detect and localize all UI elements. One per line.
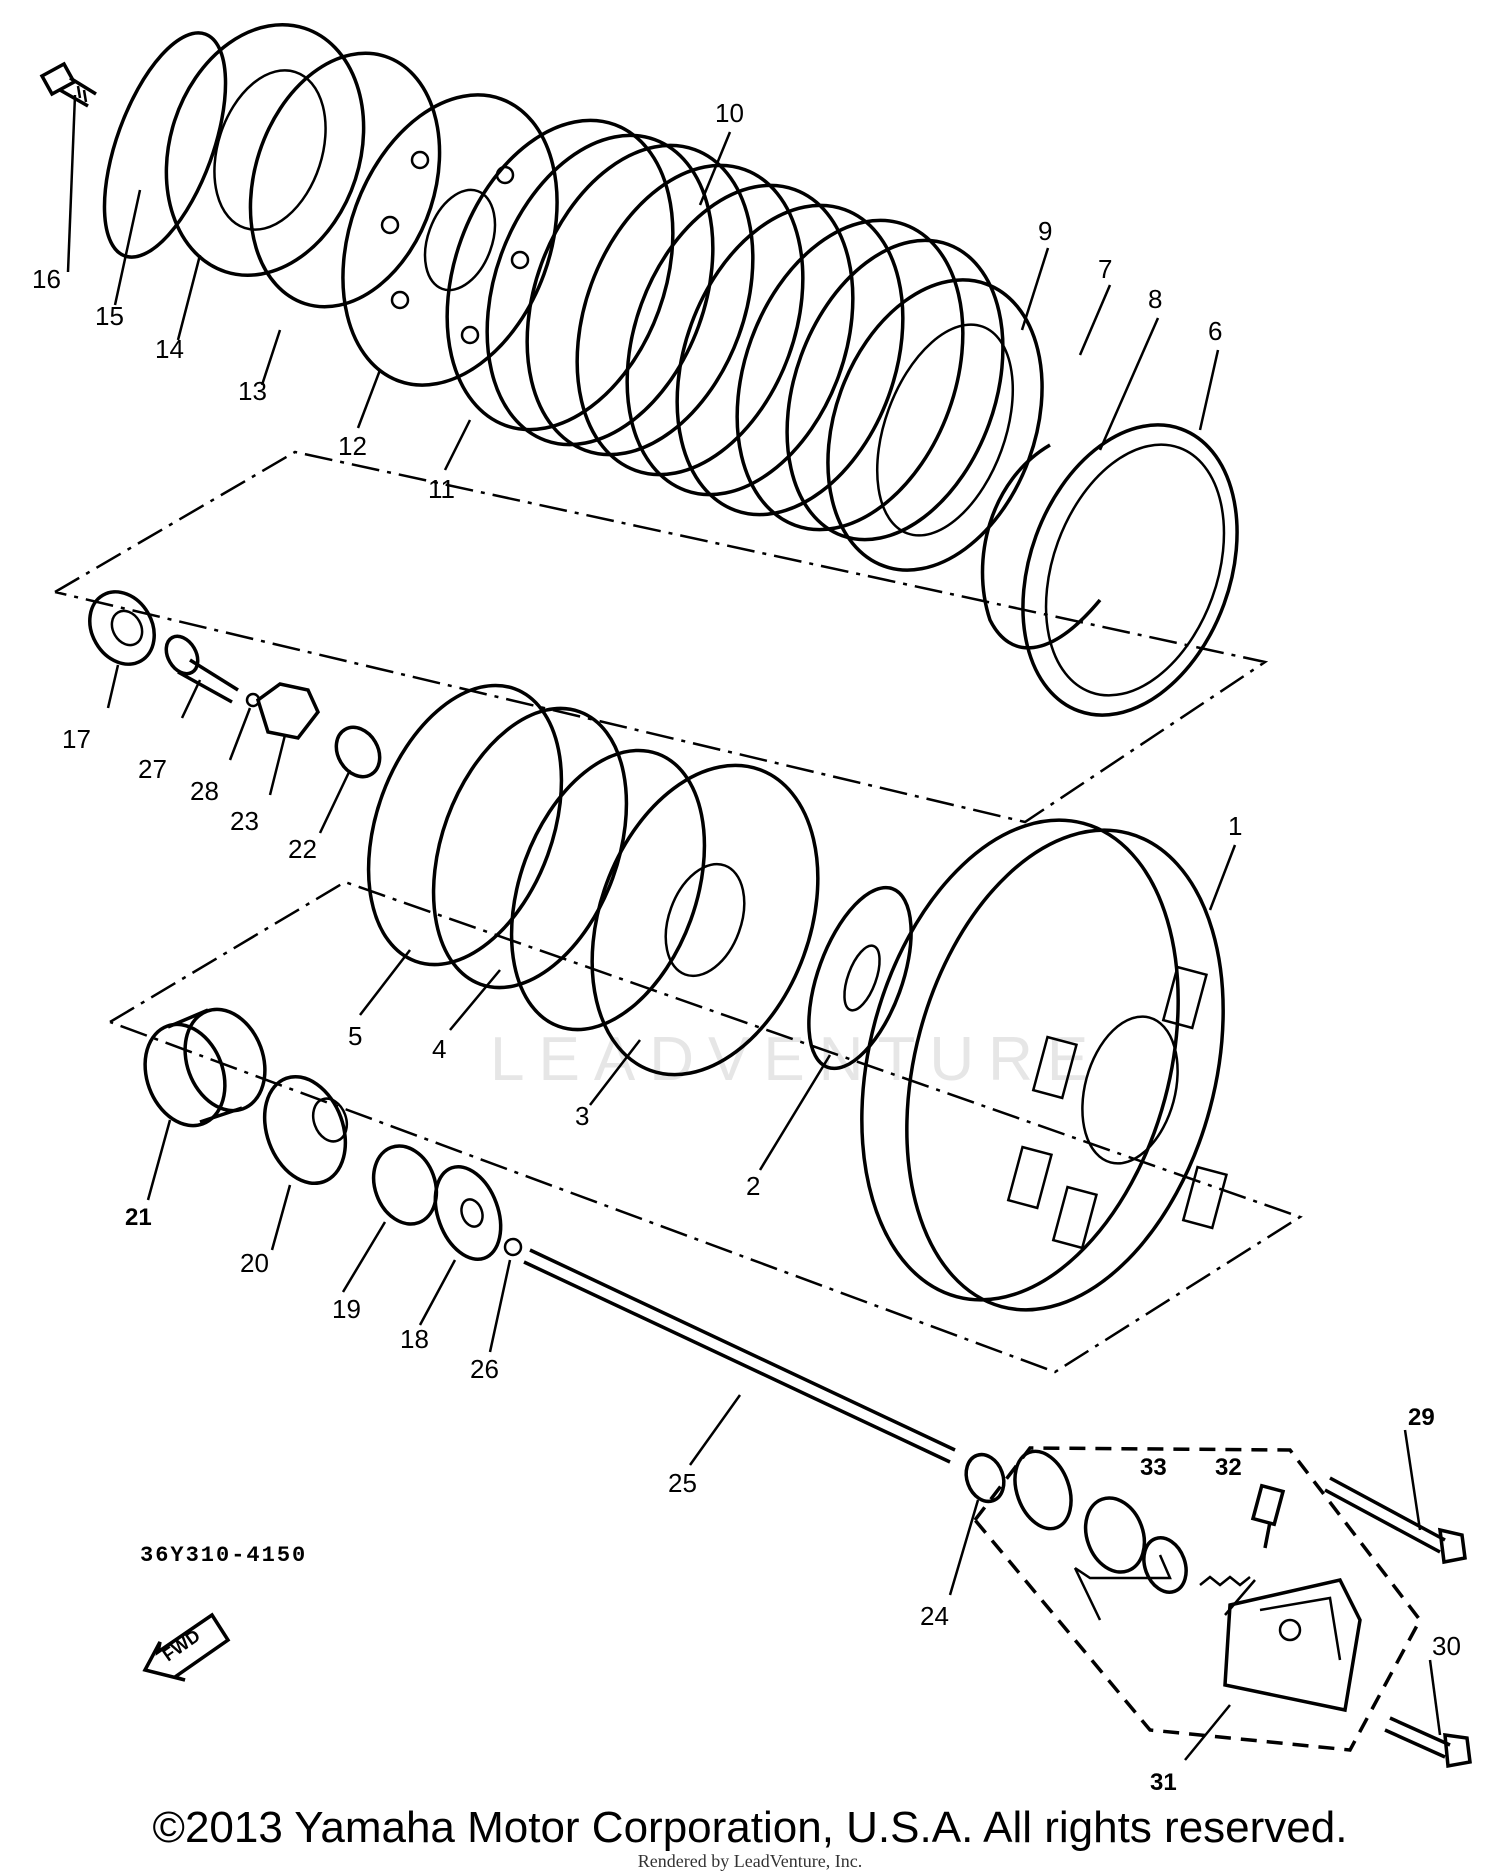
assembly-outline-upper	[54, 450, 1269, 824]
plate-15	[102, 31, 228, 259]
callout-1: 1	[1228, 811, 1242, 841]
callout-11: 11	[428, 474, 455, 504]
oil-seal-33	[1013, 1449, 1251, 1594]
callout-22: 22	[288, 834, 317, 864]
friction-plate-11	[445, 118, 675, 432]
callout-12: 12	[338, 431, 367, 461]
callout-13: 13	[238, 376, 267, 406]
cover-31	[1223, 1577, 1362, 1713]
ring-4	[431, 706, 629, 990]
clutch-boss-3	[509, 748, 820, 1077]
callout-7: 7	[1098, 254, 1112, 284]
callout-15: 15	[95, 301, 124, 331]
callout-21: 21	[125, 1204, 152, 1231]
callout-10: 10	[715, 98, 744, 128]
callout-33: 33	[1140, 1454, 1167, 1481]
bushing-19	[371, 1144, 439, 1226]
bearing-17	[88, 590, 156, 666]
callout-28: 28	[190, 776, 219, 806]
clutch-plate-stack-10	[485, 133, 1005, 542]
bolt-29	[1324, 1476, 1467, 1565]
copyright-notice: ©2013 Yamaha Motor Corporation, U.S.A. A…	[152, 1803, 1348, 1852]
ring-13	[248, 51, 442, 309]
thrust-washer-2	[807, 885, 913, 1071]
clutch-housing-1	[860, 818, 1229, 1312]
callout-5: 5	[348, 1021, 362, 1051]
ring-5	[366, 683, 564, 967]
bolt-16	[39, 61, 97, 108]
assembly-outline-lower	[109, 880, 1303, 1374]
lock-washer-22	[334, 725, 382, 779]
callout-29: 29	[1408, 1404, 1435, 1431]
callout-9: 9	[1038, 216, 1052, 246]
assembly-outline-31	[973, 1446, 1423, 1752]
push-piece-27	[164, 634, 239, 704]
bleed-screw-32	[1250, 1483, 1286, 1549]
callout-24: 24	[920, 1601, 949, 1631]
leader-lines	[66, 94, 1442, 1761]
ball-26	[503, 1237, 523, 1257]
nut-23	[255, 682, 321, 740]
callout-19: 19	[332, 1294, 361, 1324]
callout-32: 32	[1215, 1454, 1242, 1481]
washer-18	[433, 1164, 503, 1262]
spring-14	[164, 23, 366, 277]
diagram-code: 36Y310-4150	[140, 1543, 308, 1568]
callout-2: 2	[746, 1171, 760, 1201]
callout-30: 30	[1432, 1631, 1461, 1661]
callout-27: 27	[138, 754, 167, 784]
plate-6	[1021, 423, 1239, 717]
fwd-arrow-icon: FWD	[142, 1612, 231, 1682]
bolt-30	[1384, 1716, 1472, 1769]
callout-6: 6	[1208, 316, 1222, 346]
rendered-by-notice: Rendered by LeadVenture, Inc.	[637, 1851, 863, 1871]
seal-24	[964, 1452, 1006, 1504]
callout-8: 8	[1148, 284, 1162, 314]
callout-4: 4	[432, 1034, 446, 1064]
bearing-cage-21	[143, 1007, 267, 1128]
callout-3: 3	[575, 1101, 589, 1131]
callout-26: 26	[470, 1354, 499, 1384]
watermark: LEADVENTURE	[490, 1025, 1102, 1094]
plate-9-7	[826, 278, 1044, 572]
callout-23: 23	[230, 806, 259, 836]
spacer-20	[262, 1074, 349, 1186]
callout-16: 16	[32, 264, 61, 294]
callout-20: 20	[240, 1248, 269, 1278]
pressure-plate-12	[341, 93, 559, 387]
callout-25: 25	[668, 1468, 697, 1498]
callout-17: 17	[62, 724, 91, 754]
callout-31: 31	[1150, 1769, 1177, 1796]
fwd-label: FWD	[159, 1625, 204, 1665]
circlip-8	[980, 443, 1102, 650]
push-rod-25	[523, 1248, 956, 1464]
callout-14: 14	[155, 334, 184, 364]
callout-18: 18	[400, 1324, 429, 1354]
